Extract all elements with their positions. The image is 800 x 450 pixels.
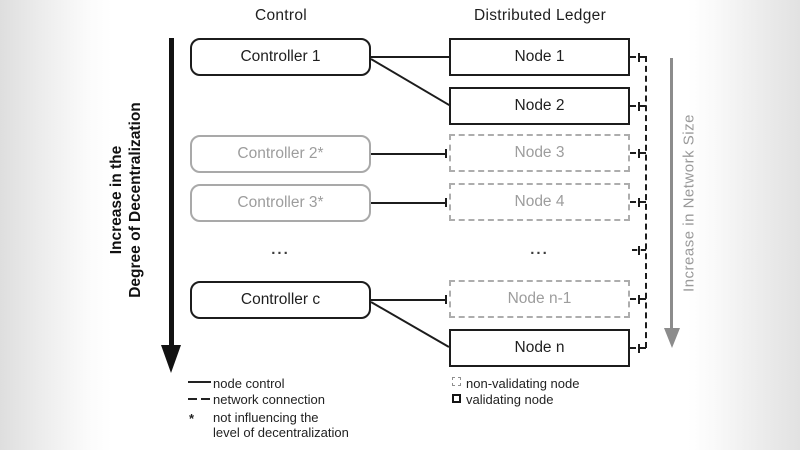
node-1-box: Node 1 bbox=[449, 38, 630, 76]
network-size-arrow-shaft bbox=[670, 58, 673, 328]
decentralization-axis-label-line1: Increase in the bbox=[108, 145, 125, 255]
legend-asterisk-note-line1: not influencing the bbox=[213, 410, 319, 425]
node-control-line-c1-n1 bbox=[371, 56, 449, 58]
node-3-box: Node 3 bbox=[449, 134, 630, 172]
stub-tick bbox=[638, 295, 640, 304]
stub-tick bbox=[638, 149, 640, 158]
distributed-ledger-column-header: Distributed Ledger bbox=[473, 7, 607, 24]
line-end-tick bbox=[445, 198, 447, 207]
decentralization-axis-label-line2: Degree of Decentralization bbox=[127, 102, 144, 298]
legend-network-connection-dash-icon bbox=[201, 398, 210, 400]
node-control-line-cc-nn1 bbox=[371, 299, 446, 301]
network-size-axis-label: Increase in Network Size bbox=[680, 114, 698, 292]
legend-asterisk-note: not influencing the level of decentraliz… bbox=[213, 410, 349, 440]
nodes-ellipsis: ... bbox=[530, 241, 549, 258]
node-4-box: Node 4 bbox=[449, 183, 630, 221]
legend-validating-label: validating node bbox=[466, 392, 554, 407]
decentralization-arrow-shaft bbox=[169, 38, 174, 346]
node-control-line-c2-n3 bbox=[371, 153, 446, 155]
decentralization-arrow-head-icon bbox=[161, 345, 181, 373]
decentralization-axis-label: Increase in the Degree of Decentralizati… bbox=[107, 102, 145, 298]
node-2-box: Node 2 bbox=[449, 87, 630, 125]
node-n-box: Node n bbox=[449, 329, 630, 367]
control-column-header: Control bbox=[254, 7, 308, 24]
legend-asterisk: * bbox=[189, 411, 195, 426]
stub-tick bbox=[638, 246, 640, 255]
node-control-line-c1-n2 bbox=[370, 58, 450, 107]
controller-2-box: Controller 2* bbox=[190, 135, 371, 173]
controller-c-box: Controller c bbox=[190, 281, 371, 319]
stub-tick bbox=[638, 344, 640, 353]
legend-node-control-label: node control bbox=[213, 376, 285, 391]
node-control-line-cc-nn bbox=[370, 301, 450, 348]
line-end-tick bbox=[445, 149, 447, 158]
legend-node-control-line-icon bbox=[188, 381, 211, 383]
controllers-ellipsis: ... bbox=[271, 241, 290, 258]
legend-non-validating-square-icon bbox=[452, 377, 461, 386]
stub-tick bbox=[638, 102, 640, 111]
node-n-1-box: Node n-1 bbox=[449, 280, 630, 318]
network-size-arrow-head-icon bbox=[664, 328, 680, 348]
network-connection-bus bbox=[645, 56, 647, 348]
legend-network-connection-dash-icon bbox=[188, 398, 197, 400]
controller-1-box: Controller 1 bbox=[190, 38, 371, 76]
line-end-tick bbox=[445, 295, 447, 304]
legend-network-connection-label: network connection bbox=[213, 392, 326, 407]
legend-non-validating-label: non-validating node bbox=[466, 376, 580, 391]
stub-tick bbox=[638, 198, 640, 207]
controller-3-box: Controller 3* bbox=[190, 184, 371, 222]
node-control-line-c3-n4 bbox=[371, 202, 446, 204]
legend-asterisk-note-line2: level of decentralization bbox=[213, 425, 349, 440]
legend-validating-square-icon bbox=[452, 394, 461, 403]
stub-tick bbox=[638, 53, 640, 62]
